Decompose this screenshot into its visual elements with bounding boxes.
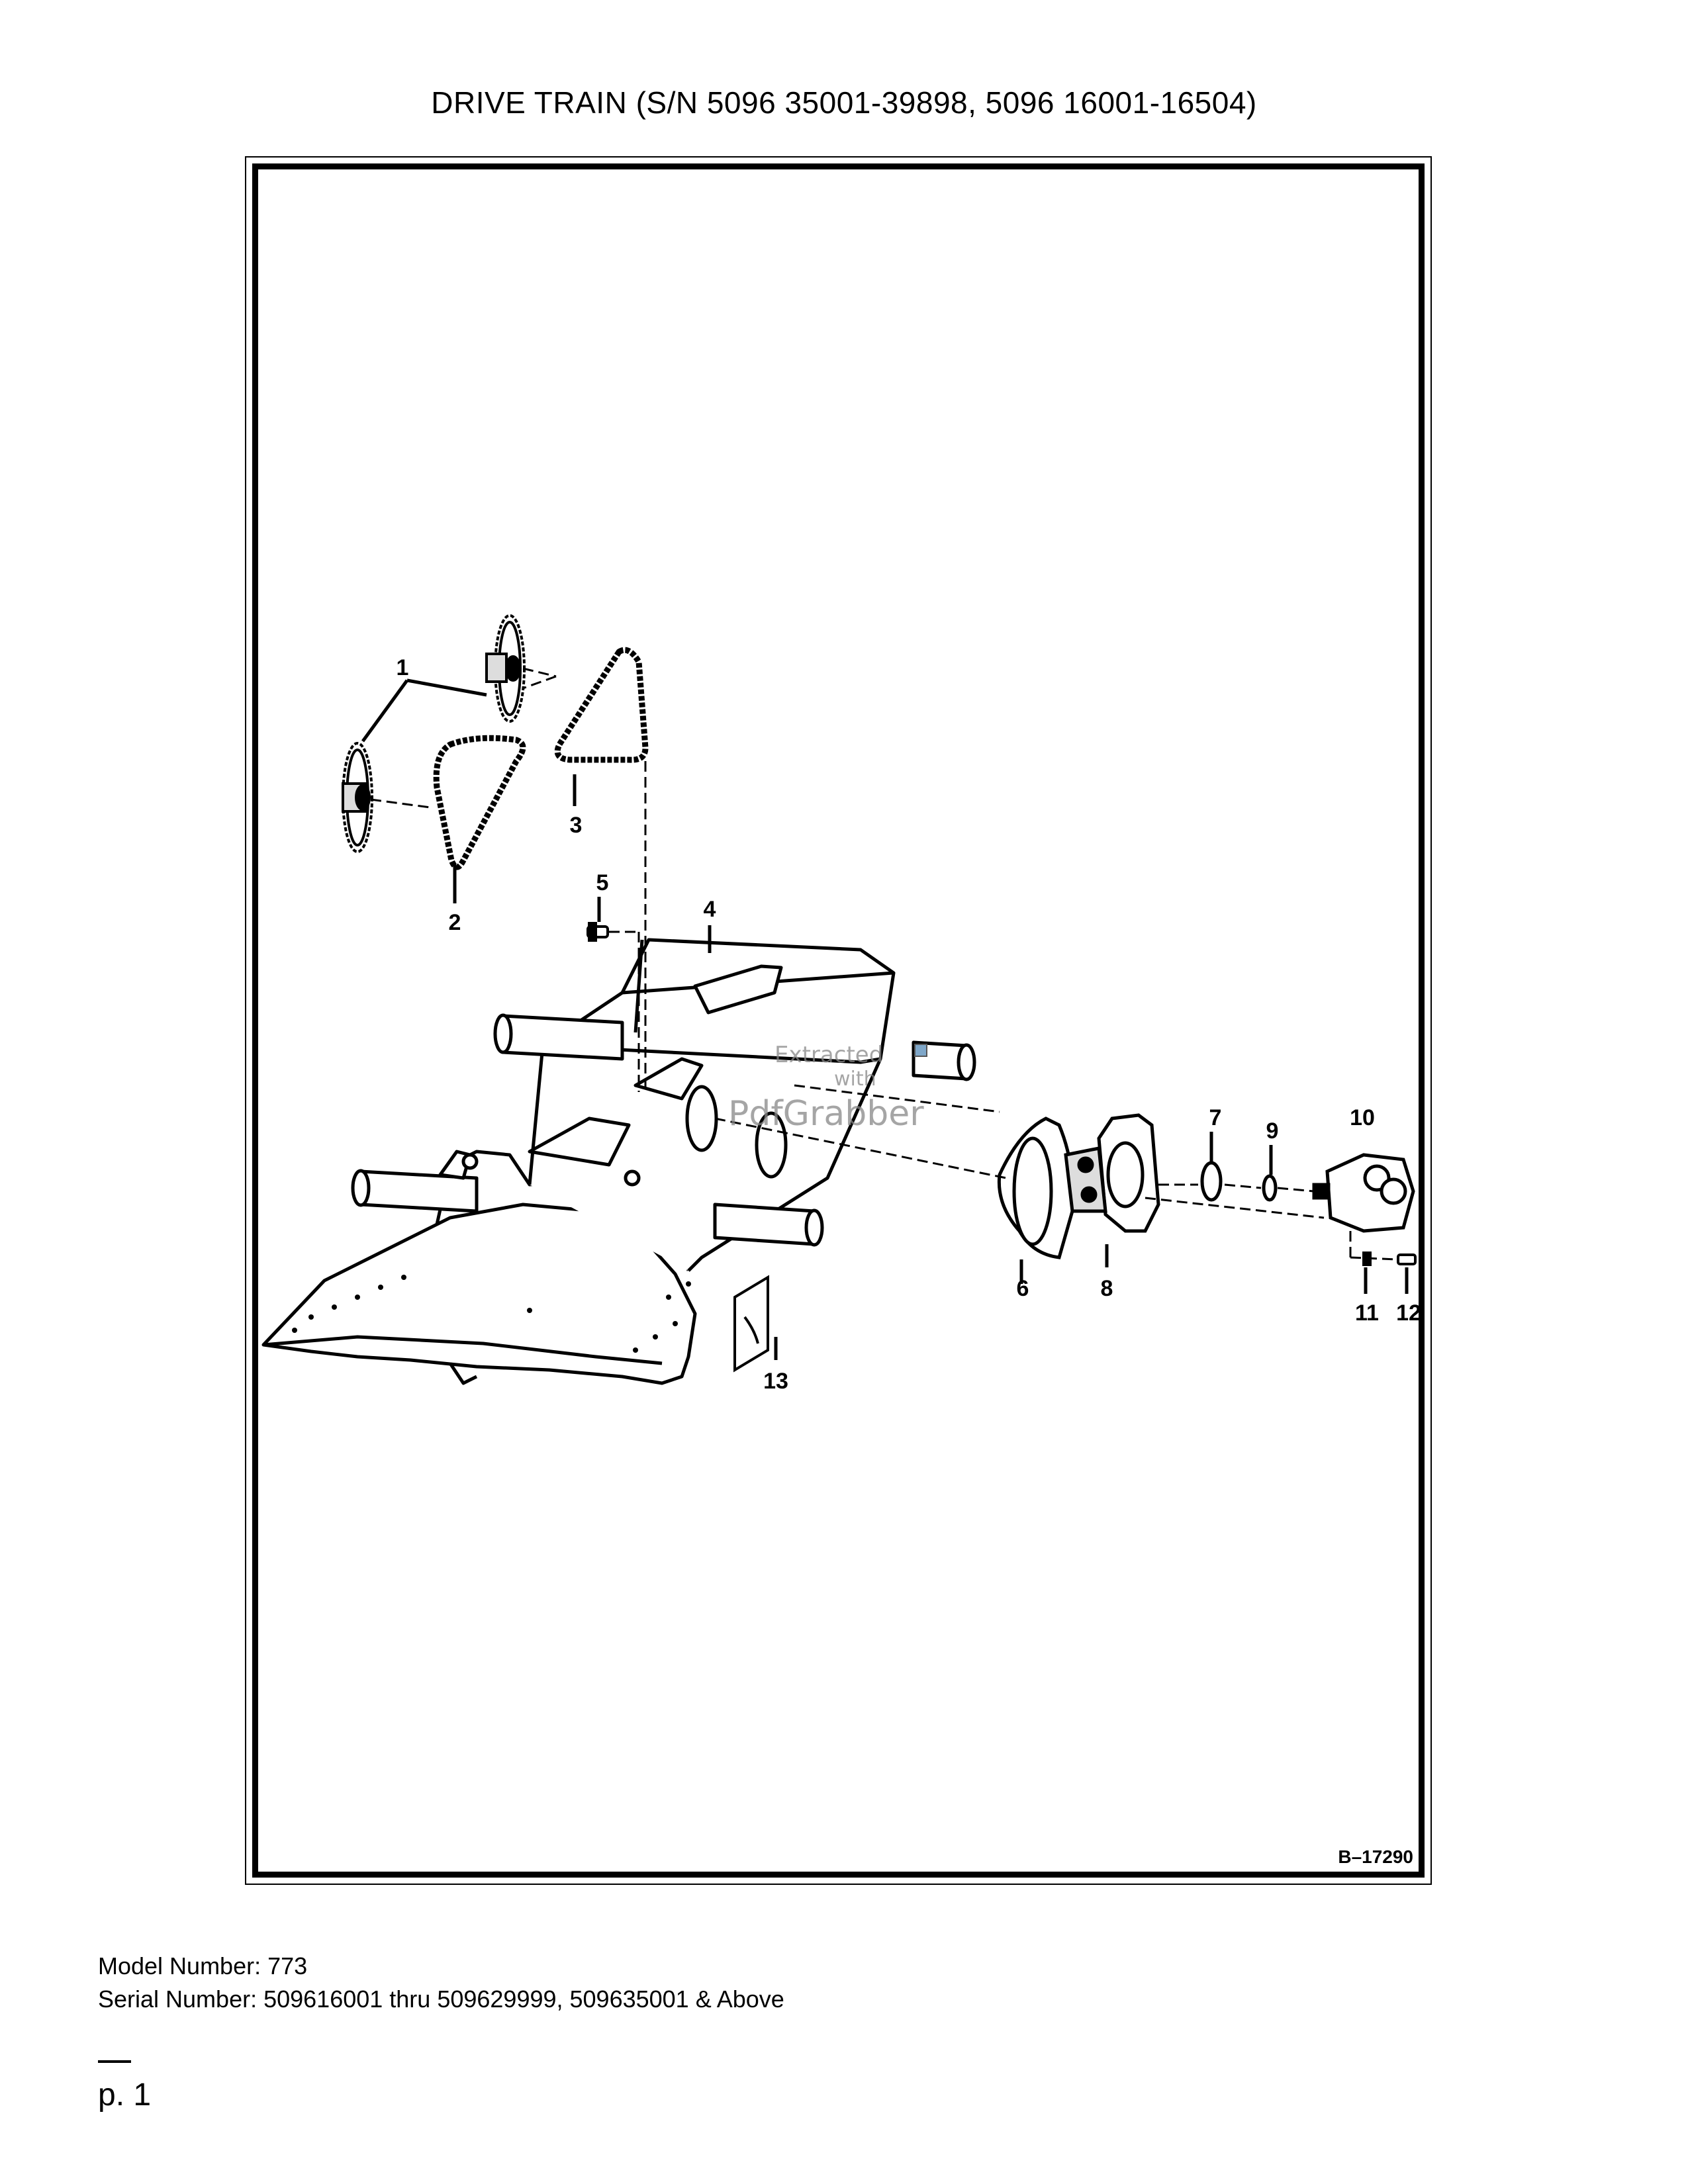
- callout-6: 6: [1017, 1276, 1029, 1301]
- callout-12: 12: [1396, 1300, 1421, 1326]
- diagram-outer-border: [245, 156, 1432, 1885]
- o-ring-7: [1200, 1161, 1223, 1202]
- watermark-line1: Extracted: [774, 1042, 883, 1068]
- leader-1a: [361, 679, 409, 743]
- page-rule: [98, 2060, 131, 2063]
- callout-5: 5: [596, 870, 609, 895]
- shim-plate: [733, 1275, 769, 1373]
- callout-2: 2: [449, 910, 461, 935]
- leader-1b: [406, 678, 487, 697]
- callout-3: 3: [570, 813, 583, 838]
- drive-chain-upper: [554, 647, 649, 763]
- callout-9: 9: [1266, 1118, 1279, 1144]
- drive-chain-lower: [433, 735, 526, 870]
- callout-11: 11: [1355, 1300, 1379, 1326]
- callout-7: 7: [1209, 1105, 1222, 1130]
- hydraulic-motor-10: [1312, 1153, 1415, 1233]
- bolt-5: [586, 922, 609, 942]
- watermark-line2: with: [834, 1068, 876, 1091]
- watermark-brand: PdfGrabber: [728, 1094, 924, 1134]
- page-number: p. 1: [98, 2077, 152, 2113]
- callout-1: 1: [397, 655, 409, 680]
- watermark-logo-icon: [914, 1044, 927, 1057]
- motor-mount-8: [1064, 1113, 1160, 1233]
- callout-10: 10: [1350, 1105, 1375, 1130]
- chassis-frame: [261, 938, 976, 1385]
- sprocket-lower: [342, 742, 373, 853]
- o-ring-9: [1262, 1174, 1278, 1202]
- pdfgrabber-watermark: Extracted with PdfGrabber: [728, 1042, 927, 1134]
- callout-8: 8: [1101, 1276, 1113, 1301]
- callout-4: 4: [704, 897, 716, 922]
- model-number: Model Number: 773: [98, 1952, 308, 1979]
- figure-number: B–17290: [1338, 1846, 1413, 1867]
- serial-number: Serial Number: 509616001 thru 509629999,…: [98, 1985, 784, 2013]
- callout-13: 13: [763, 1369, 788, 1394]
- page-title: DRIVE TRAIN (S/N 5096 35001-39898, 5096 …: [431, 85, 1257, 120]
- gasket-6: [997, 1116, 1075, 1259]
- bolt-12: [1397, 1253, 1417, 1265]
- sprocket-upper: [485, 614, 526, 723]
